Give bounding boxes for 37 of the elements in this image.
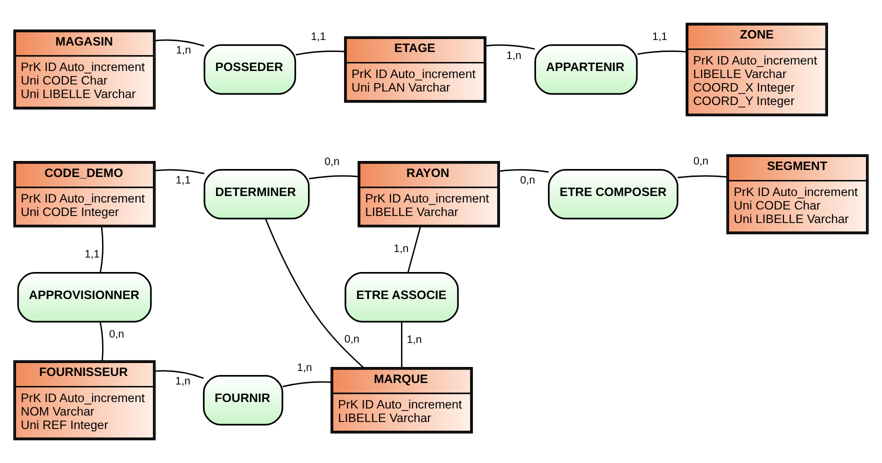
edge-label: 0,n bbox=[109, 328, 124, 340]
connector bbox=[499, 169, 549, 173]
edge-label: 1,1 bbox=[310, 31, 326, 44]
connector bbox=[155, 39, 204, 47]
edge-label: 1,n bbox=[296, 362, 312, 374]
edge-label: 1,n bbox=[175, 376, 190, 388]
edge-label: 1,1 bbox=[176, 174, 191, 186]
connector bbox=[155, 169, 204, 174]
connector bbox=[678, 175, 727, 178]
node-box: APPROVISIONNER bbox=[17, 272, 152, 322]
node-box: DETERMINER bbox=[204, 169, 310, 220]
edge-label: 1,1 bbox=[652, 31, 668, 44]
node-box: FOURNIR bbox=[202, 375, 284, 426]
connector bbox=[407, 226, 422, 273]
connector bbox=[401, 322, 402, 368]
edge-label: 1,n bbox=[406, 334, 422, 346]
connector bbox=[486, 44, 535, 50]
edge-label: 1,n bbox=[176, 44, 192, 57]
edge-label: 0,n bbox=[693, 156, 708, 168]
edge-label: 0,n bbox=[520, 174, 536, 186]
edge-label: 1,n bbox=[506, 50, 522, 62]
node-box: POSSEDER bbox=[204, 44, 296, 95]
connector bbox=[282, 381, 332, 388]
connector bbox=[100, 226, 104, 272]
edge-label: 1,n bbox=[394, 243, 409, 256]
edge-label: 1,1 bbox=[84, 248, 100, 261]
connector bbox=[100, 322, 104, 361]
connector bbox=[637, 50, 686, 55]
connector bbox=[264, 218, 364, 368]
connector bbox=[155, 370, 204, 379]
node-box: ETRE COMPOSER bbox=[548, 169, 678, 220]
connector bbox=[309, 175, 358, 180]
edge-label: 0,n bbox=[324, 156, 340, 168]
connector bbox=[296, 50, 345, 56]
node-box: APPARTENIR bbox=[534, 44, 638, 95]
node-box: ETRE ASSOCIE bbox=[344, 272, 459, 322]
edge-label: 0,n bbox=[344, 334, 360, 346]
